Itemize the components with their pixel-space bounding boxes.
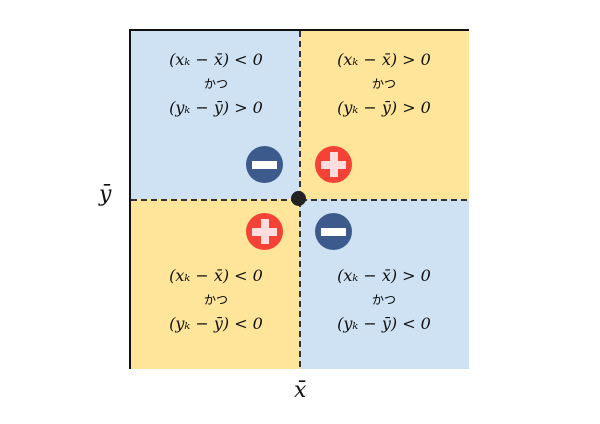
mean-point <box>291 191 306 206</box>
conjunction: かつ <box>203 77 228 91</box>
condition-y: (yₖ − ȳ) < 0 <box>337 314 431 333</box>
condition-x: (xₖ − x̄) < 0 <box>169 50 263 69</box>
y-mean-label: ȳ <box>99 182 112 207</box>
condition-x: (xₖ − x̄) > 0 <box>337 50 431 69</box>
condition-y: (yₖ − ȳ) > 0 <box>337 98 431 117</box>
condition-x: (xₖ − x̄) > 0 <box>337 266 431 285</box>
x-mean-label: x̄ <box>294 378 307 403</box>
condition-x: (xₖ − x̄) < 0 <box>169 266 263 285</box>
conjunction: かつ <box>203 293 228 307</box>
minus-icon <box>315 213 352 250</box>
plus-icon <box>315 146 352 183</box>
conjunction: かつ <box>371 293 396 307</box>
conjunction: かつ <box>371 77 396 91</box>
condition-y: (yₖ − ȳ) < 0 <box>169 314 263 333</box>
condition-y: (yₖ − ȳ) > 0 <box>169 98 263 117</box>
plus-icon <box>246 213 283 250</box>
minus-icon <box>246 146 283 183</box>
